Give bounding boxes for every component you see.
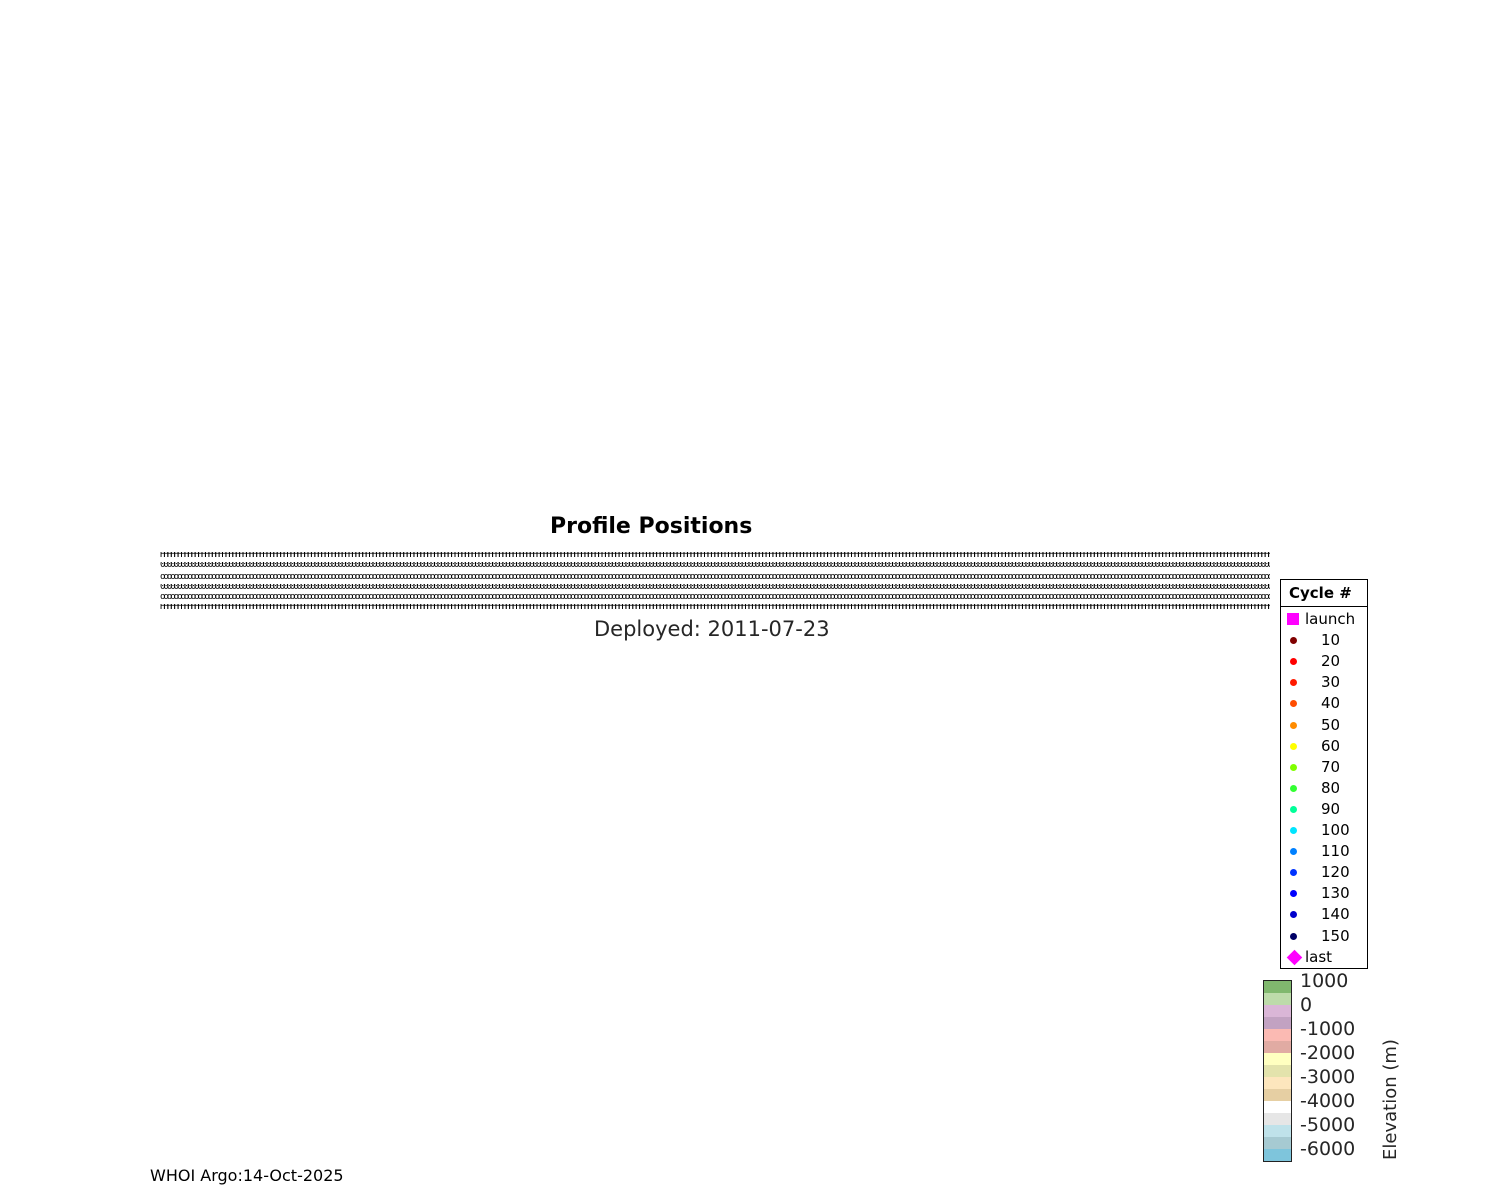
colorbar-segment xyxy=(1264,981,1291,993)
colorbar-segment xyxy=(1264,1149,1291,1161)
colorbar-segment xyxy=(1264,1077,1291,1089)
colorbar-segment xyxy=(1264,1005,1291,1017)
colorbar-label: Elevation (m) xyxy=(1380,1039,1401,1160)
legend-label: 40 xyxy=(1321,694,1341,713)
legend-marker xyxy=(1290,742,1297,750)
legend-label: 20 xyxy=(1321,652,1341,671)
colorbar-tick-label: -5000 xyxy=(1300,1114,1356,1136)
legend-marker xyxy=(1290,679,1297,687)
chart-subtitle: Deployed: 2011-07-23 xyxy=(594,617,830,641)
legend-label: 10 xyxy=(1321,631,1341,650)
legend-marker xyxy=(1290,848,1297,856)
legend-label: 150 xyxy=(1321,926,1350,945)
legend-marker xyxy=(1290,827,1297,834)
colorbar-segment xyxy=(1264,1137,1291,1149)
colorbar-segment xyxy=(1264,1065,1291,1077)
legend-label: 120 xyxy=(1321,863,1350,882)
legend-marker xyxy=(1290,805,1297,813)
legend-label: 100 xyxy=(1321,821,1350,839)
legend-label: 30 xyxy=(1321,673,1341,692)
legend-marker xyxy=(1290,869,1297,877)
legend-marker xyxy=(1290,911,1297,919)
colorbar-tick-label: -3000 xyxy=(1300,1066,1356,1088)
legend-marker xyxy=(1290,763,1297,771)
tick-label-row: 0000000000000000000000000000000000000000… xyxy=(160,584,1270,591)
colorbar-tick-label: 1000 xyxy=(1300,970,1349,992)
legend-marker xyxy=(1290,784,1297,792)
legend-title: Cycle # xyxy=(1281,580,1367,607)
legend-marker xyxy=(1290,890,1297,898)
legend-label: 50 xyxy=(1321,715,1341,734)
legend-marker xyxy=(1290,658,1297,666)
colorbar-tick-label: -4000 xyxy=(1300,1090,1356,1112)
legend-label: 140 xyxy=(1321,905,1350,924)
colorbar-segment xyxy=(1264,1041,1291,1053)
colorbar-tick-label: 0 xyxy=(1300,994,1313,1016)
colorbar-segment xyxy=(1264,993,1291,1005)
colorbar-segment xyxy=(1264,1029,1291,1041)
tick-label-row: oooooooooooooooooooooooooooooooooooooooo… xyxy=(160,574,1270,581)
legend-label: 130 xyxy=(1321,884,1350,903)
legend-label: 80 xyxy=(1321,778,1341,797)
legend-marker xyxy=(1290,932,1297,940)
legend-marker xyxy=(1290,637,1297,645)
tick-label-row: oooooooooooooooooooooooooooooooooooooooo… xyxy=(160,594,1270,601)
legend-label: last xyxy=(1305,947,1333,966)
footer-credit: WHOI Argo:14-Oct-2025 xyxy=(150,1166,344,1185)
colorbar-segment xyxy=(1264,1089,1291,1101)
legend-label: 60 xyxy=(1321,736,1341,755)
legend-label: 110 xyxy=(1321,842,1350,861)
legend-marker xyxy=(1290,721,1297,729)
chart-title: Profile Positions xyxy=(550,514,753,539)
legend-marker xyxy=(1287,613,1299,625)
legend-label: 70 xyxy=(1321,757,1341,776)
tick-label-row: HHHHHHHHHHHHHHHHHHHHHHHHHHHHHHHHHHHHHHHH… xyxy=(160,552,1270,559)
colorbar-tick-label: -2000 xyxy=(1300,1042,1356,1064)
elevation-colorbar xyxy=(1263,980,1292,1162)
legend-marker xyxy=(1286,949,1303,965)
colorbar-segment xyxy=(1264,1125,1291,1137)
tick-label-row: 0000000000000000000000000000000000000000… xyxy=(160,562,1270,569)
colorbar-tick-label: -6000 xyxy=(1300,1138,1356,1160)
colorbar-segment xyxy=(1264,1101,1291,1113)
colorbar-segment xyxy=(1264,1113,1291,1125)
legend-label: launch xyxy=(1305,610,1356,628)
colorbar-tick-label: -1000 xyxy=(1300,1018,1356,1040)
legend: Cycle # launch 10 20 30 40 50 60 70 80 90 100 110 12… xyxy=(1280,579,1368,969)
tick-label-row: HHHHHHHHHHHHHHHHHHHHHHHHHHHHHHHHHHHHHHHH… xyxy=(160,604,1270,611)
colorbar-segment xyxy=(1264,1053,1291,1065)
colorbar-segment xyxy=(1264,1017,1291,1029)
legend-marker xyxy=(1290,700,1297,708)
legend-label: 90 xyxy=(1321,799,1341,818)
